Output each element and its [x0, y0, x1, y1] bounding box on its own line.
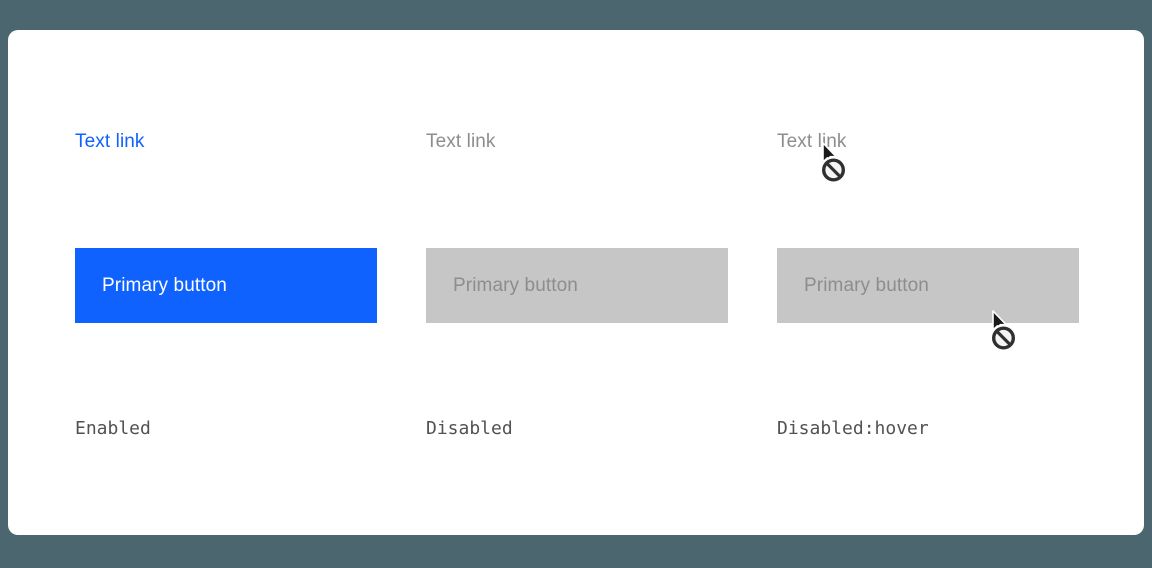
primary-button-disabled[interactable]: Primary button [426, 248, 728, 323]
primary-button-enabled[interactable]: Primary button [75, 248, 377, 323]
state-label-disabled-hover: Disabled:hover [777, 418, 929, 439]
state-label-disabled: Disabled [426, 418, 513, 439]
primary-button-disabled-hover[interactable]: Primary button [777, 248, 1079, 323]
text-link-disabled[interactable]: Text link [426, 131, 496, 152]
text-link-enabled[interactable]: Text link [75, 131, 145, 152]
text-link-disabled-hover[interactable]: Text link [777, 131, 847, 152]
state-label-enabled: Enabled [75, 418, 151, 439]
